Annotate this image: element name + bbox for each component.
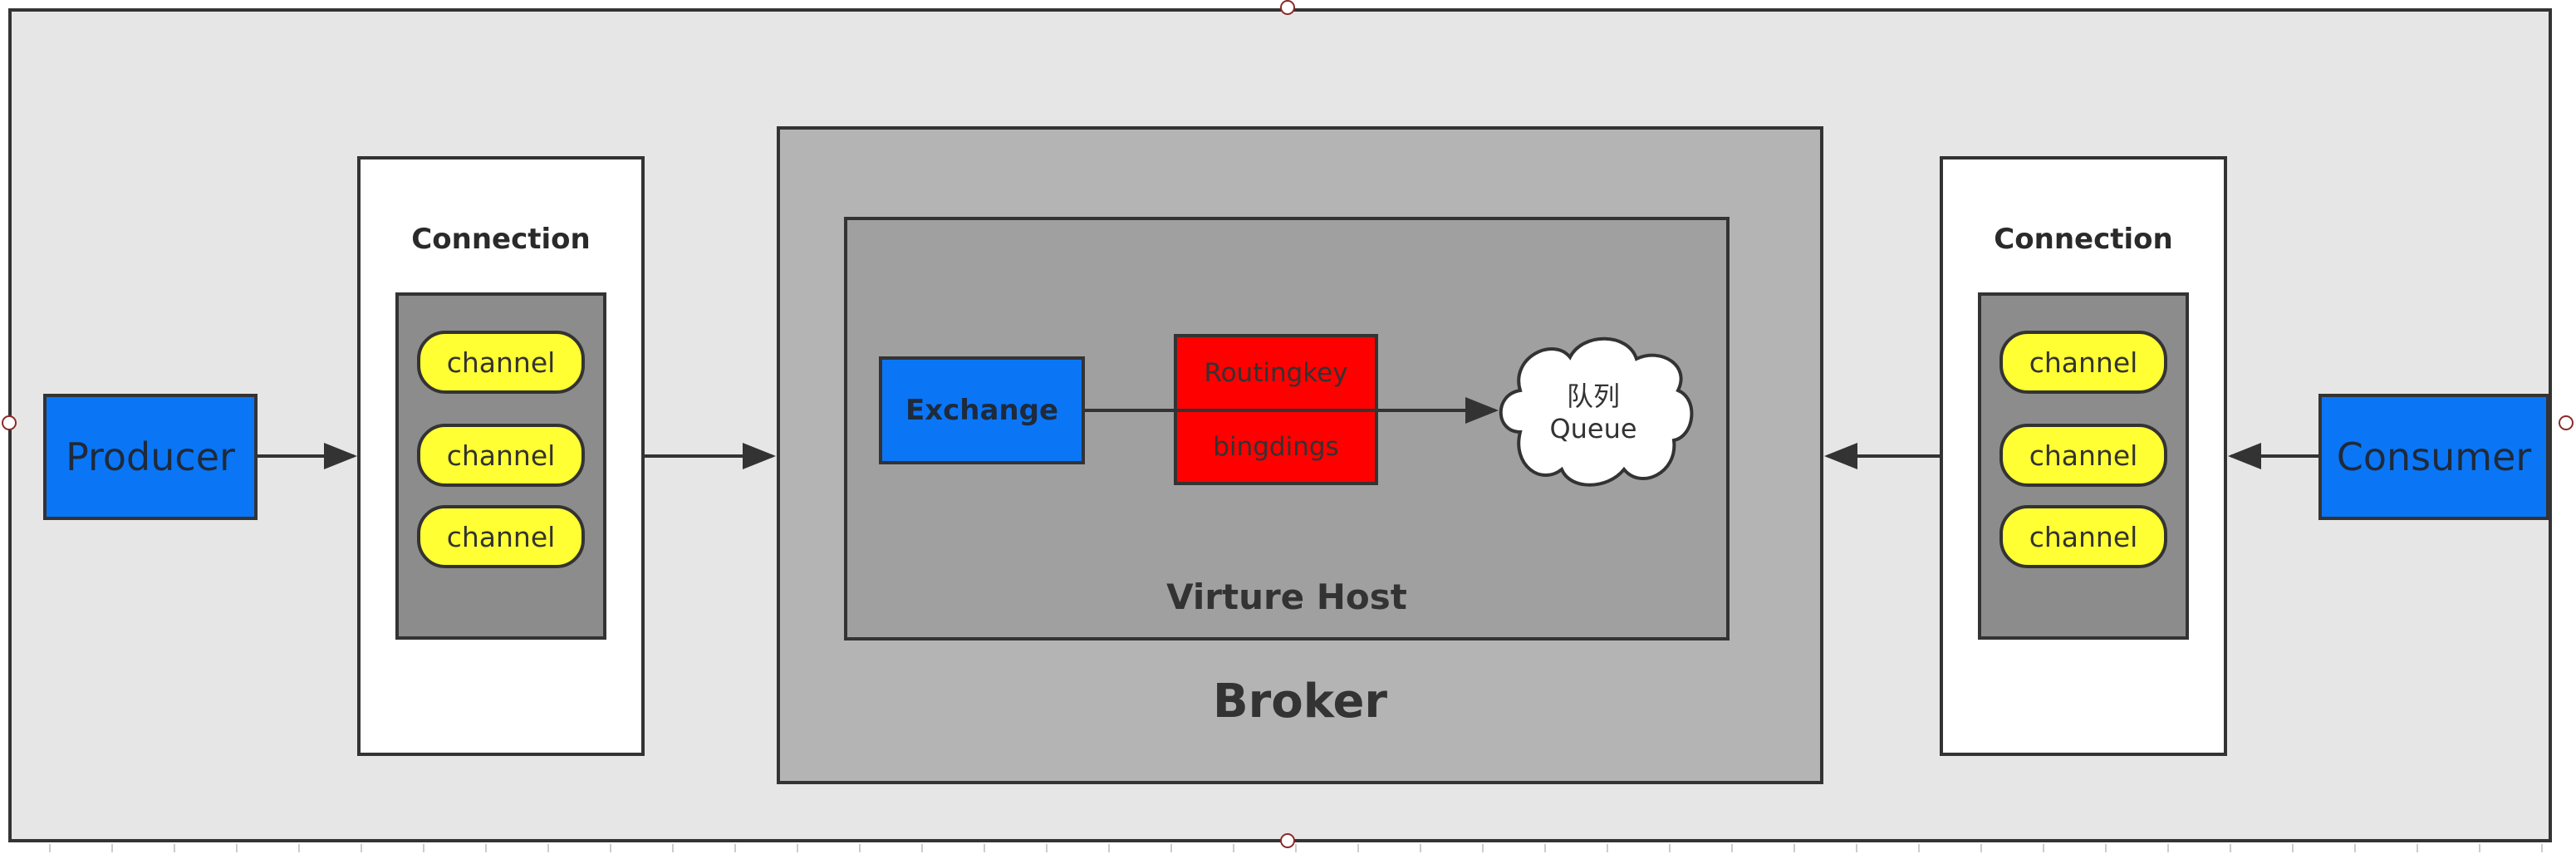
consumer-node[interactable]: Consumer xyxy=(2318,394,2549,520)
ruler-ticks xyxy=(49,844,2543,852)
queue-label-en: Queue xyxy=(1549,413,1636,444)
right-channel-1[interactable]: channel xyxy=(1999,331,2167,394)
left-channel-2[interactable]: channel xyxy=(417,424,585,487)
channel-label: channel xyxy=(2029,439,2138,472)
resize-handle-right[interactable] xyxy=(2559,415,2574,430)
channel-label: channel xyxy=(446,346,556,379)
right-channel-3[interactable]: channel xyxy=(1999,505,2167,568)
left-channel-3[interactable]: channel xyxy=(417,505,585,568)
left-connection-title: Connection xyxy=(411,223,591,256)
right-channel-2[interactable]: channel xyxy=(1999,424,2167,487)
channel-label: channel xyxy=(446,520,556,553)
queue-cloud[interactable]: 队列 Queue xyxy=(1499,336,1694,487)
resize-handle-bottom[interactable] xyxy=(1280,833,1295,848)
channel-label: channel xyxy=(2029,520,2138,553)
bindings-label: bingdings xyxy=(1213,432,1339,462)
resize-handle-top[interactable] xyxy=(1280,0,1295,15)
producer-label: Producer xyxy=(66,434,235,479)
left-channel-1[interactable]: channel xyxy=(417,331,585,394)
routingkey-label: Routingkey xyxy=(1204,358,1348,388)
bindings-box[interactable]: bingdings xyxy=(1174,409,1378,485)
right-connection-title: Connection xyxy=(1994,223,2173,256)
virtual-host-label: Virture Host xyxy=(1166,577,1407,617)
exchange-node[interactable]: Exchange xyxy=(879,356,1085,464)
consumer-label: Consumer xyxy=(2336,434,2532,479)
channel-label: channel xyxy=(446,439,556,472)
producer-node[interactable]: Producer xyxy=(43,394,258,520)
exchange-label: Exchange xyxy=(905,394,1059,427)
routingkey-box[interactable]: Routingkey xyxy=(1174,334,1378,412)
broker-label: Broker xyxy=(1212,675,1388,729)
resize-handle-left[interactable] xyxy=(2,415,17,430)
channel-label: channel xyxy=(2029,346,2138,379)
queue-label-cn: 队列 xyxy=(1567,380,1620,412)
